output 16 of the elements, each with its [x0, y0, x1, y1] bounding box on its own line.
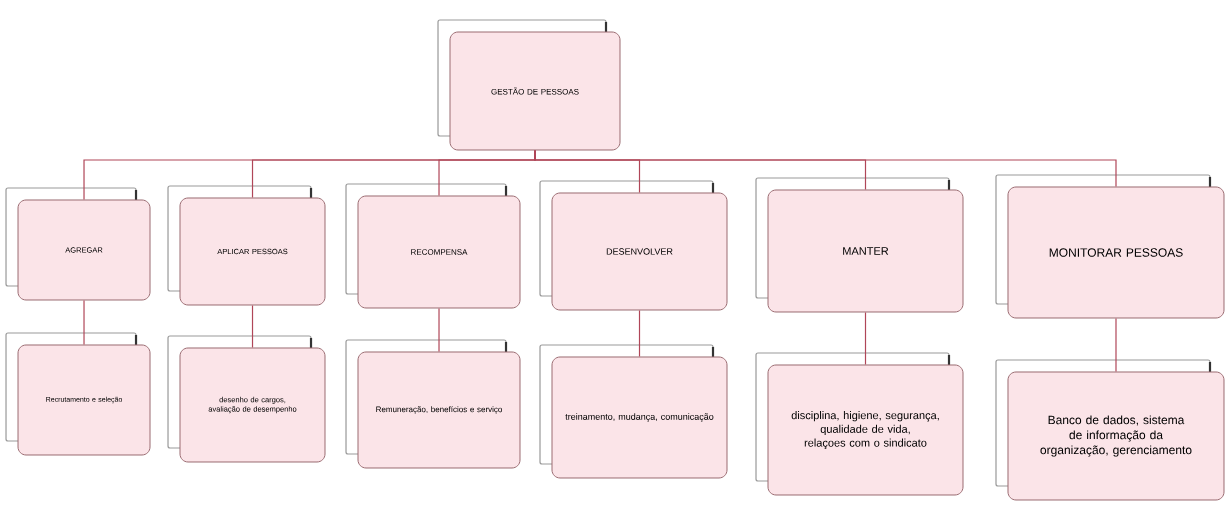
- card-box: DESENVOLVER: [539, 180, 728, 311]
- card-box: RECOMPENSA: [345, 183, 521, 309]
- card-box: disciplina, higiene, segurança, qualidade de vida, relaçoes com o sindicato: [755, 352, 964, 496]
- connector-line: [534, 149, 1117, 188]
- connector-line: [638, 309, 641, 358]
- connector-line: [83, 299, 85, 346]
- connector-line: [1115, 317, 1117, 373]
- card-box: MONITORAR PESSOAS: [995, 174, 1225, 319]
- card-box: treinamento, mudança, comunicação: [539, 344, 728, 479]
- card-box: Banco de dados, sistema de informação da organização, gerenciamento: [995, 359, 1225, 501]
- card-box: Remuneração, benefícios e serviço: [345, 339, 521, 469]
- connector-line: [251, 304, 254, 349]
- card-box: MANTER: [755, 177, 964, 313]
- connector-line: [864, 311, 867, 366]
- connector-line: [438, 307, 440, 353]
- card-box: GESTÃO DE PESSOAS: [437, 19, 621, 151]
